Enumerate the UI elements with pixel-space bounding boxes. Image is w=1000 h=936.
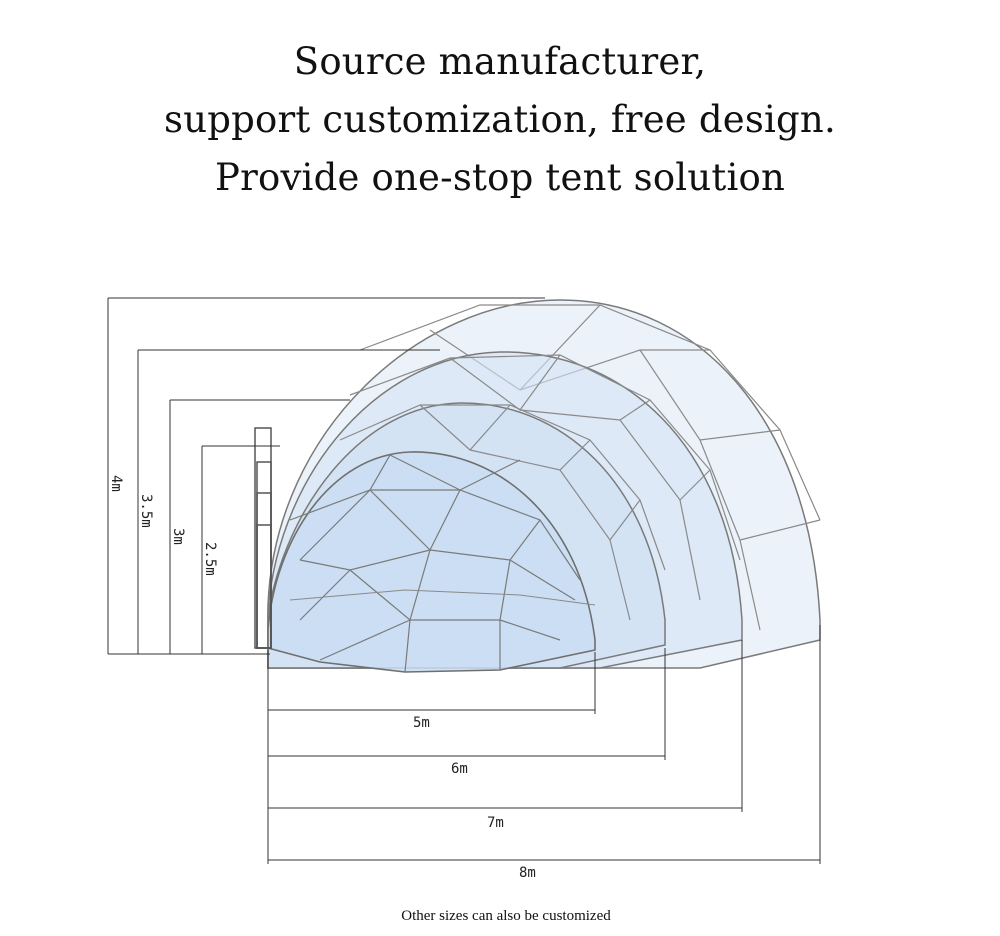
height-dimensions	[107, 297, 545, 655]
height-label-3-5m: 3.5m	[138, 494, 154, 528]
footnote: Other sizes can also be customized	[401, 908, 611, 924]
dome-5m	[267, 451, 596, 673]
width-label-7m: 7m	[487, 815, 504, 831]
headline-line-1: Source manufacturer,	[293, 40, 707, 83]
height-label-2-5m: 2.5m	[202, 542, 218, 576]
width-label-6m: 6m	[451, 761, 468, 777]
headline-line-2: support customization, free design.	[164, 98, 836, 141]
width-dimensions	[267, 625, 821, 864]
door-frames	[254, 427, 272, 649]
height-label-3m: 3m	[170, 528, 186, 545]
headline-line-3: Provide one-stop tent solution	[215, 156, 785, 199]
height-label-4m: 4m	[108, 475, 124, 492]
width-label-8m: 8m	[519, 865, 536, 881]
width-label-5m: 5m	[413, 715, 430, 731]
